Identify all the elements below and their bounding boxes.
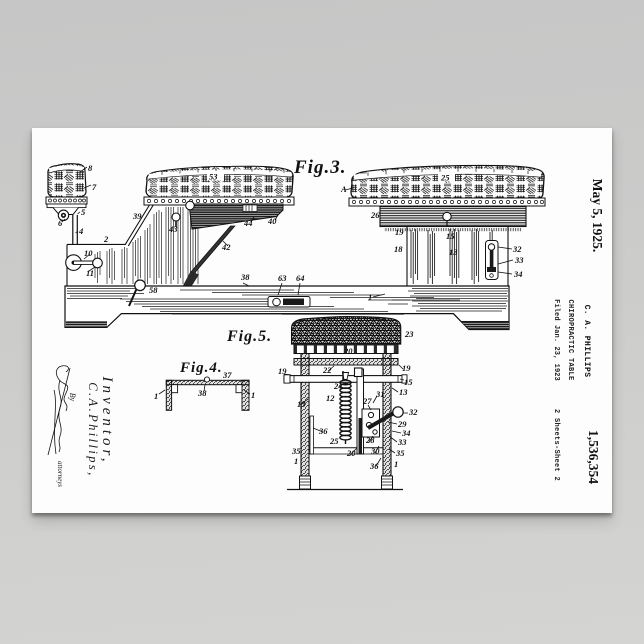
svg-text:29: 29 [397,419,407,429]
svg-text:40: 40 [267,216,277,226]
svg-text:1: 1 [251,390,255,400]
svg-text:Fig.4.: Fig.4. [179,360,223,376]
svg-text:12: 12 [326,393,335,403]
svg-text:1: 1 [294,456,298,466]
svg-text:33: 33 [514,255,524,265]
svg-text:34: 34 [401,428,411,438]
svg-text:53: 53 [209,172,218,182]
svg-text:Filed Jan. 23, 1923: Filed Jan. 23, 1923 [552,299,560,381]
svg-text:36: 36 [318,426,328,436]
svg-text:38: 38 [240,272,250,282]
svg-text:33: 33 [397,437,407,447]
svg-text:attorneys: attorneys [56,461,64,487]
svg-text:20: 20 [343,346,353,356]
svg-text:23: 23 [404,329,414,339]
svg-text:15: 15 [446,231,455,241]
svg-text:C. A. PHILLIPS: C. A. PHILLIPS [582,305,591,378]
svg-text:19: 19 [278,366,287,376]
svg-text:1: 1 [394,459,398,469]
svg-text:1: 1 [368,292,372,302]
svg-text:13: 13 [399,387,408,397]
svg-text:38: 38 [197,388,207,398]
svg-text:19: 19 [395,227,404,237]
svg-text:36: 36 [369,461,379,471]
svg-text:22: 22 [322,365,332,375]
svg-text:27: 27 [362,396,372,406]
svg-text:By: By [68,393,77,402]
svg-text:10: 10 [84,248,93,258]
svg-text:19: 19 [402,363,411,373]
svg-text:24: 24 [333,381,343,391]
svg-text:5: 5 [81,207,86,217]
svg-text:18: 18 [394,244,403,254]
svg-text:43: 43 [168,224,178,234]
svg-text:15: 15 [404,377,413,387]
svg-text:C.A.Phillips,: C.A.Phillips, [86,382,100,477]
svg-text:2: 2 [103,234,109,244]
svg-text:6: 6 [58,218,63,228]
svg-text:32: 32 [512,244,522,254]
svg-text:39: 39 [132,211,142,221]
svg-text:63: 63 [278,273,287,283]
svg-text:CHIROPRACTIC TABLE: CHIROPRACTIC TABLE [566,299,574,380]
svg-text:A: A [340,184,347,194]
svg-text:4: 4 [78,226,83,236]
svg-text:35: 35 [395,448,405,458]
svg-text:32: 32 [408,407,418,417]
svg-text:May 5, 1925.: May 5, 1925. [590,179,605,253]
svg-text:7: 7 [92,182,97,192]
svg-text:44: 44 [243,218,253,228]
svg-text:Fig.5.: Fig.5. [226,328,272,345]
svg-text:31: 31 [375,389,385,399]
svg-text:34: 34 [513,269,523,279]
svg-text:1: 1 [154,391,158,401]
svg-text:2 Sheets-Sheet 2: 2 Sheets-Sheet 2 [552,409,560,481]
svg-text:1,536,354: 1,536,354 [586,430,601,484]
svg-text:Fig.3.: Fig.3. [293,157,346,178]
svg-text:13: 13 [449,247,458,257]
svg-text:37: 37 [222,370,232,380]
svg-text:25: 25 [329,436,339,446]
svg-text:26: 26 [370,210,380,220]
svg-text:Inventor,: Inventor, [99,376,115,466]
svg-text:20: 20 [346,448,356,458]
svg-text:58: 58 [149,285,158,295]
svg-text:30: 30 [370,446,380,456]
svg-text:64: 64 [296,273,305,283]
svg-text:42: 42 [221,242,231,252]
svg-text:8: 8 [88,163,93,173]
svg-text:25: 25 [440,173,450,183]
svg-text:35: 35 [291,446,301,456]
svg-text:11: 11 [86,268,94,278]
